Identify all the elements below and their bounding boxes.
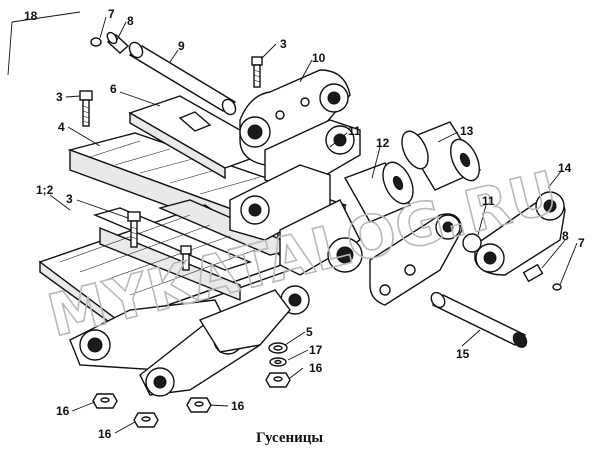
bushing-13 [401, 121, 482, 191]
callout-13: 13 [460, 124, 474, 138]
callout-1-2: 1;2 [36, 183, 54, 197]
callout-16-right: 16 [309, 361, 323, 375]
callout-8-upper: 8 [127, 14, 134, 28]
callout-5: 5 [306, 325, 313, 339]
bolt-lower-center [180, 245, 192, 271]
callout-18: 18 [24, 9, 38, 23]
bushing-lower [522, 263, 544, 283]
callout-4: 4 [58, 120, 65, 134]
callout-15: 15 [456, 347, 470, 361]
bolt-upper-left [79, 90, 93, 127]
cover-plate [128, 95, 277, 180]
figure-caption: Гусеницы [256, 430, 323, 446]
bolt-lower-left [127, 211, 141, 248]
stopper-lower [552, 283, 562, 291]
callout-7-upper: 7 [108, 7, 115, 21]
track-link-lower-right [369, 213, 463, 306]
callout-10: 10 [312, 51, 326, 65]
track-chain-assembly [69, 119, 363, 397]
stopper-upper [90, 37, 102, 47]
bushing-upper [106, 31, 130, 54]
callout-16-left: 16 [56, 404, 70, 418]
callout-7-lower: 7 [578, 236, 585, 250]
callout-3-upper-center: 3 [280, 37, 287, 51]
callout-11-upper: 11 [348, 124, 361, 138]
callout-3-upper-left: 3 [56, 90, 63, 104]
spring-washer-17 [269, 357, 287, 367]
leader-lines [7, 11, 578, 434]
callout-14: 14 [558, 161, 572, 175]
callout-9: 9 [178, 39, 185, 53]
track-link-upper [239, 69, 351, 166]
washer-5 [268, 342, 288, 354]
track-pin-lower [430, 291, 528, 348]
nut-16-c [186, 397, 212, 413]
bushing-12 [343, 161, 414, 223]
callout-8-lower: 8 [562, 229, 569, 243]
callout-17: 17 [309, 343, 323, 357]
callout-16-bottom: 16 [98, 427, 112, 441]
callout-12: 12 [376, 136, 390, 150]
bolt-upper-center [251, 56, 263, 88]
nut-16-b [92, 393, 118, 409]
callout-6: 6 [110, 82, 117, 96]
callout-16-middle: 16 [231, 399, 245, 413]
callout-11-lower: 11 [482, 194, 495, 208]
track-pin-upper [128, 41, 237, 116]
nut-16-d [133, 412, 159, 428]
track-link-right [462, 191, 566, 276]
callout-3-lower: 3 [66, 192, 73, 206]
nut-16-a [265, 372, 291, 388]
